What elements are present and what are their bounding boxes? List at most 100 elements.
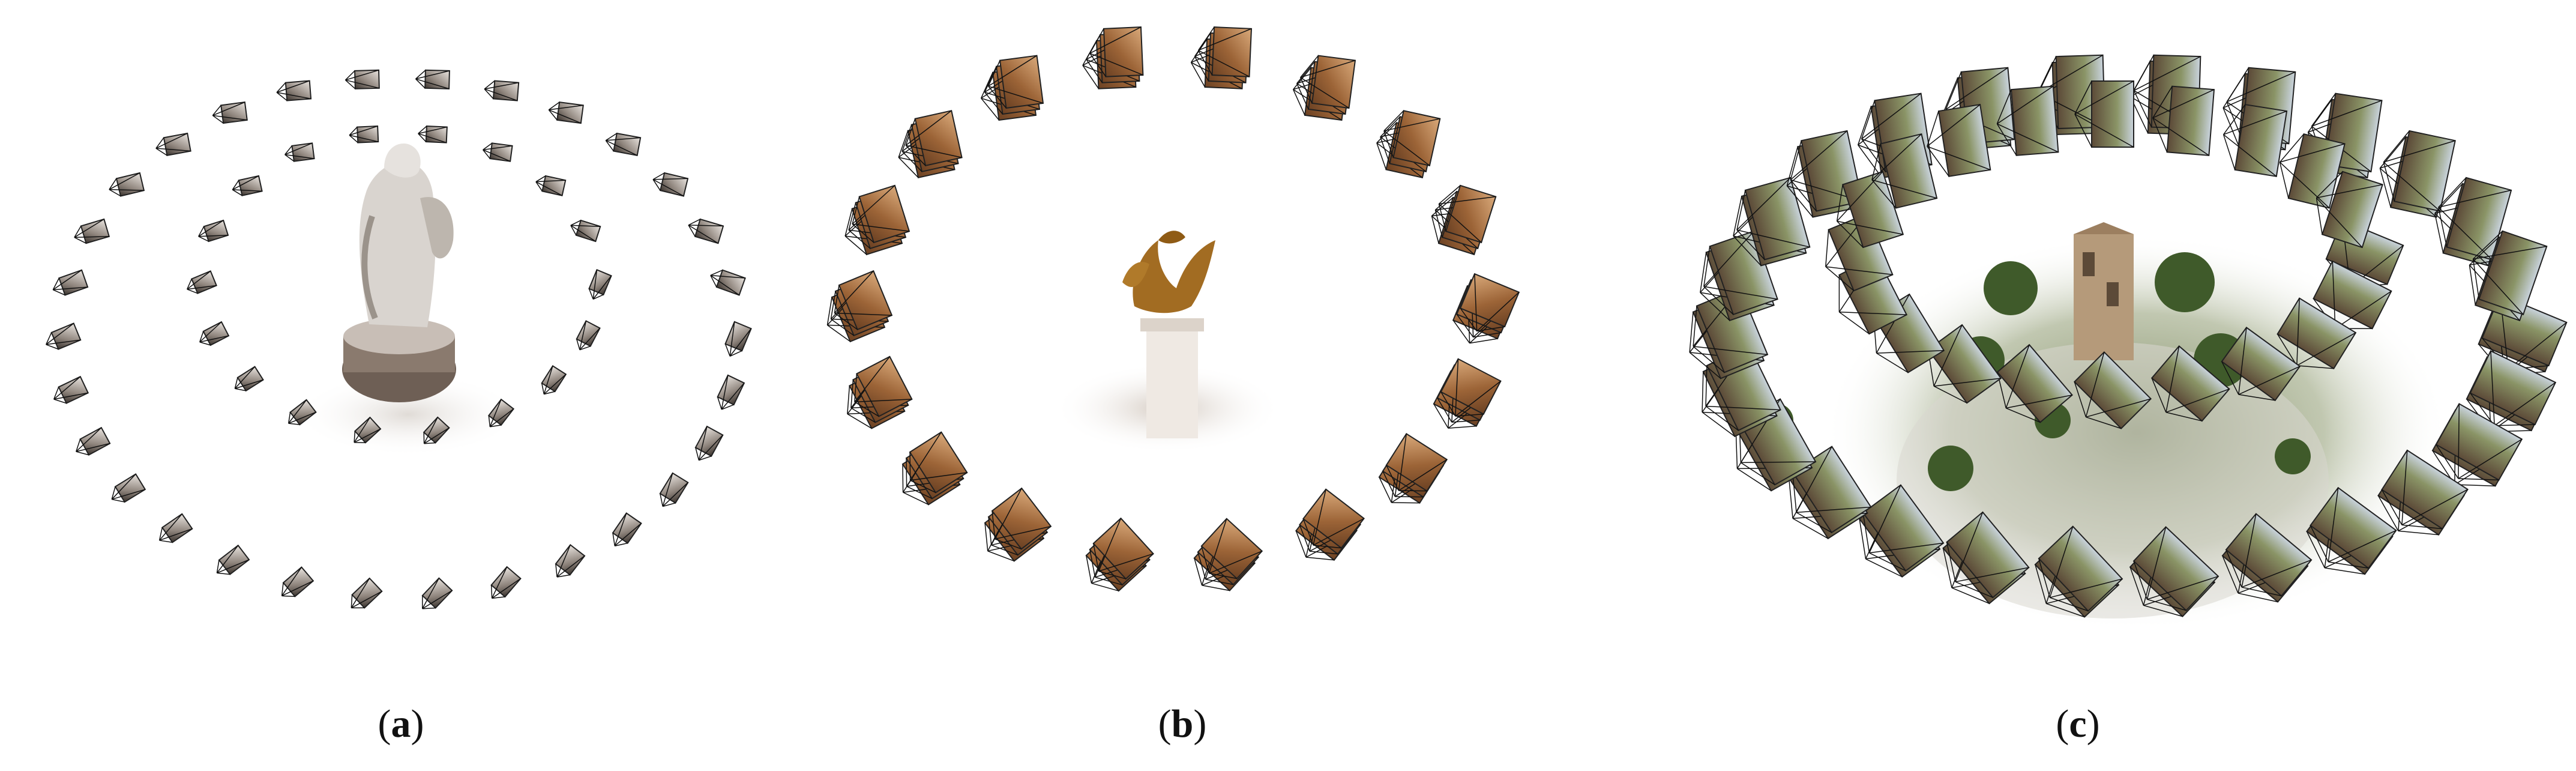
camera-frustum — [111, 473, 146, 503]
camera-frustum — [612, 512, 642, 546]
camera-frustum — [109, 172, 145, 197]
camera-frustum — [1089, 26, 1144, 77]
camera-frustum — [991, 487, 1052, 550]
camera-frustum — [423, 416, 450, 444]
camera-frustum — [155, 132, 191, 157]
camera-frustum — [2152, 85, 2215, 156]
camera-frustum — [688, 218, 724, 244]
camera-frustums-panel-a — [46, 69, 752, 609]
camera-frustum — [284, 142, 315, 162]
camera-frustum — [234, 366, 264, 392]
camera-frustum — [1927, 103, 1991, 177]
camera-frustum — [199, 321, 230, 346]
camera-frustum — [354, 416, 382, 444]
camera-frustum — [276, 80, 312, 101]
camera-frustum — [198, 219, 229, 243]
camera-frustum — [548, 101, 584, 124]
camera-frustum — [605, 132, 642, 157]
camera-frustum — [1946, 511, 2030, 599]
camera-frustum — [76, 426, 111, 456]
camera-frustum — [535, 175, 567, 196]
camera-frustum — [2383, 130, 2456, 212]
panel-c-caption: (c) — [2056, 702, 2100, 746]
camera-frustum — [2469, 350, 2557, 426]
camera-frustum — [487, 398, 515, 428]
camera-frustum — [1197, 26, 1253, 77]
camera-frustum — [421, 577, 453, 609]
camera-frustum — [1438, 184, 1497, 244]
camera-frustum — [555, 543, 586, 578]
camera-frustum — [415, 69, 450, 89]
camera-frustum — [2381, 449, 2469, 530]
camera-frustum — [2277, 297, 2357, 370]
camera-frustum — [1092, 517, 1154, 580]
camera-frustum — [694, 425, 724, 461]
camera-frustum — [1385, 432, 1448, 492]
camera-frustum — [483, 142, 513, 162]
camera-frustum — [2221, 327, 2301, 402]
camera-frustum — [46, 322, 82, 350]
camera-frustum — [2132, 526, 2219, 612]
camera-frustum — [2316, 171, 2383, 249]
camera-frustum — [717, 374, 745, 410]
camera-frustum — [659, 472, 689, 507]
camera-frustum — [490, 566, 522, 599]
camera-frustum — [1825, 213, 1894, 292]
camera-frustum — [52, 269, 89, 296]
camera-frustum — [710, 269, 746, 296]
camera-frustum — [1836, 171, 1904, 249]
camera-frustum — [987, 55, 1044, 109]
camera-frustum — [652, 172, 689, 197]
camera-frustum — [349, 125, 379, 144]
camera-frustum — [2279, 133, 2346, 209]
camera-frustum — [1736, 177, 1811, 261]
camera-frustum — [484, 80, 520, 101]
camera-frustum — [1927, 324, 2002, 404]
panel-b-caption: (b) — [1158, 702, 1207, 746]
camera-frustum — [2038, 525, 2123, 612]
monument-model — [1122, 231, 1215, 438]
tower-model — [2074, 222, 2134, 360]
camera-frustum — [724, 321, 752, 357]
camera-frustum — [1862, 484, 1945, 572]
camera-frustum — [53, 375, 89, 404]
panel-c-tower-aerial-reconstruction — [1689, 54, 2568, 630]
camera-frustum — [281, 566, 314, 597]
camera-frustums-panel-c — [1689, 54, 2568, 618]
camera-frustum — [834, 270, 893, 331]
camera-frustum — [2222, 103, 2288, 177]
panel-a-caption: (a) — [378, 702, 424, 746]
panel-b-eagle-monument-reconstruction — [826, 26, 1520, 592]
panel-a-statue-reconstruction — [46, 69, 752, 609]
camera-frustum — [909, 431, 968, 494]
camera-frustum — [1302, 488, 1365, 549]
camera-frustum — [1383, 110, 1441, 166]
camera-frustum — [187, 270, 217, 294]
camera-frustum — [854, 355, 913, 417]
camera-frustum — [541, 364, 567, 395]
camera-frustum — [2435, 403, 2523, 481]
camera-frustum — [2310, 486, 2397, 569]
camera-frustum — [216, 544, 250, 575]
camera-frustum — [2225, 513, 2313, 597]
camera-frustum — [2472, 230, 2548, 315]
camera-frustum — [2438, 177, 2512, 261]
camera-frustum — [345, 69, 380, 89]
camera-frustum — [1299, 55, 1356, 109]
camera-frustum — [418, 125, 448, 144]
camera-frustum — [287, 399, 317, 426]
statue-model — [342, 144, 456, 402]
camera-frustum — [905, 110, 963, 166]
camera-frustum — [852, 184, 910, 244]
camera-frustum — [1440, 358, 1502, 417]
camera-frustum — [570, 219, 601, 243]
camera-frustum — [2074, 80, 2134, 148]
camera-frustums-panel-b — [826, 26, 1520, 592]
camera-frustum — [1200, 518, 1263, 579]
camera-frustum — [158, 513, 193, 543]
camera-frustum — [232, 175, 263, 196]
camera-frustum — [1459, 273, 1520, 332]
camera-frustum — [212, 101, 248, 124]
camera-frustum — [1996, 85, 2059, 156]
